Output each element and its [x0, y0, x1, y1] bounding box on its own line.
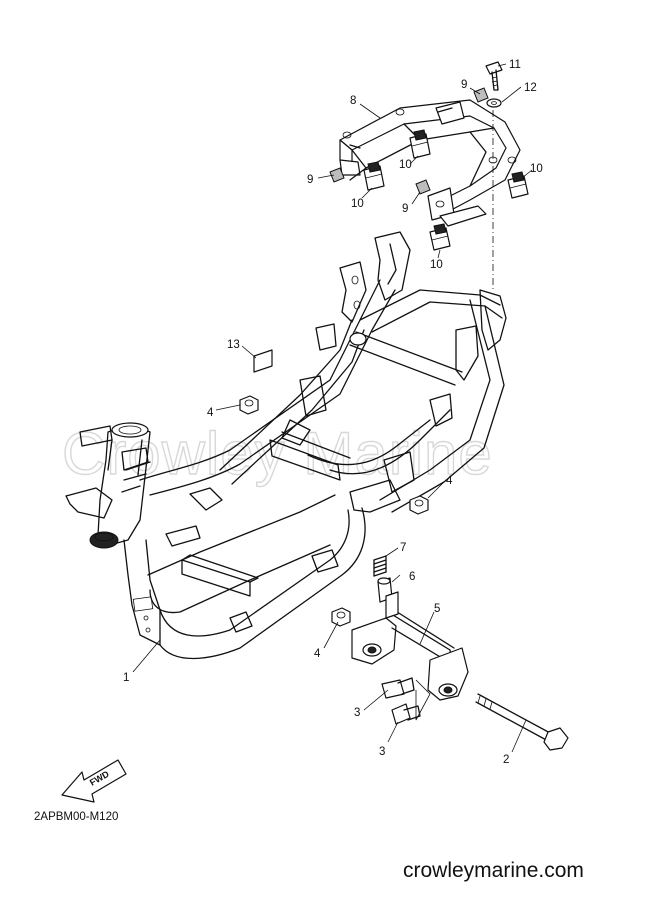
part-7-spring[interactable]: [373, 555, 387, 577]
callout-10b[interactable]: 10: [399, 159, 412, 171]
callout-3b[interactable]: 3: [379, 746, 385, 758]
callout-4c[interactable]: 4: [314, 648, 321, 660]
part-10-damper-b[interactable]: [409, 129, 431, 159]
callout-10d[interactable]: 10: [530, 163, 543, 175]
part-3-bolt-a[interactable]: [381, 677, 415, 699]
callout-1[interactable]: 1: [123, 672, 129, 684]
part-3-bolt-b[interactable]: [391, 703, 421, 725]
part-9-clip-c[interactable]: [473, 87, 489, 103]
part-13-label-plate[interactable]: [253, 349, 273, 373]
part-10-damper-c[interactable]: [429, 223, 451, 251]
callouts: 1 2 3 3 4 4 4 5 6 7 8 9 9 9 10 10 10 10 …: [123, 59, 543, 766]
callout-12[interactable]: 12: [524, 82, 537, 94]
callout-4a[interactable]: 4: [207, 407, 214, 419]
callout-10a[interactable]: 10: [351, 198, 364, 210]
callout-11[interactable]: 11: [509, 59, 521, 71]
part-2-long-bolt[interactable]: [475, 693, 569, 751]
callout-9c[interactable]: 9: [461, 79, 467, 91]
diagram-code: 2APBM00-M120: [34, 811, 118, 823]
callout-6[interactable]: 6: [409, 571, 415, 583]
callout-5[interactable]: 5: [434, 603, 440, 615]
callout-10c[interactable]: 10: [430, 259, 443, 271]
part-10-damper-a[interactable]: [363, 161, 385, 191]
part-1-frame[interactable]: [65, 231, 507, 660]
callout-7[interactable]: 7: [400, 542, 406, 554]
callout-2[interactable]: 2: [503, 754, 509, 766]
part-12-washer[interactable]: [486, 98, 502, 108]
part-9-clip-b[interactable]: [415, 179, 431, 195]
callout-9b[interactable]: 9: [402, 203, 408, 215]
part-4-nut-b[interactable]: [409, 495, 429, 515]
callout-3a[interactable]: 3: [354, 707, 360, 719]
part-10-damper-d[interactable]: [507, 171, 529, 199]
callout-8[interactable]: 8: [350, 95, 356, 107]
leader-lines: [132, 63, 533, 753]
callout-4b[interactable]: 4: [446, 475, 453, 487]
part-11-bolt[interactable]: [485, 61, 503, 91]
part-9-clip-a[interactable]: [329, 167, 345, 183]
fwd-arrow-icon: FWD: [61, 759, 127, 803]
footer-url[interactable]: crowleymarine.com: [403, 859, 584, 882]
part-4-nut-c[interactable]: [331, 607, 351, 627]
callout-9a[interactable]: 9: [307, 174, 313, 186]
part-5-engine-bracket[interactable]: [351, 591, 469, 721]
part-4-nut-a[interactable]: [239, 395, 259, 415]
callout-13[interactable]: 13: [227, 339, 240, 351]
